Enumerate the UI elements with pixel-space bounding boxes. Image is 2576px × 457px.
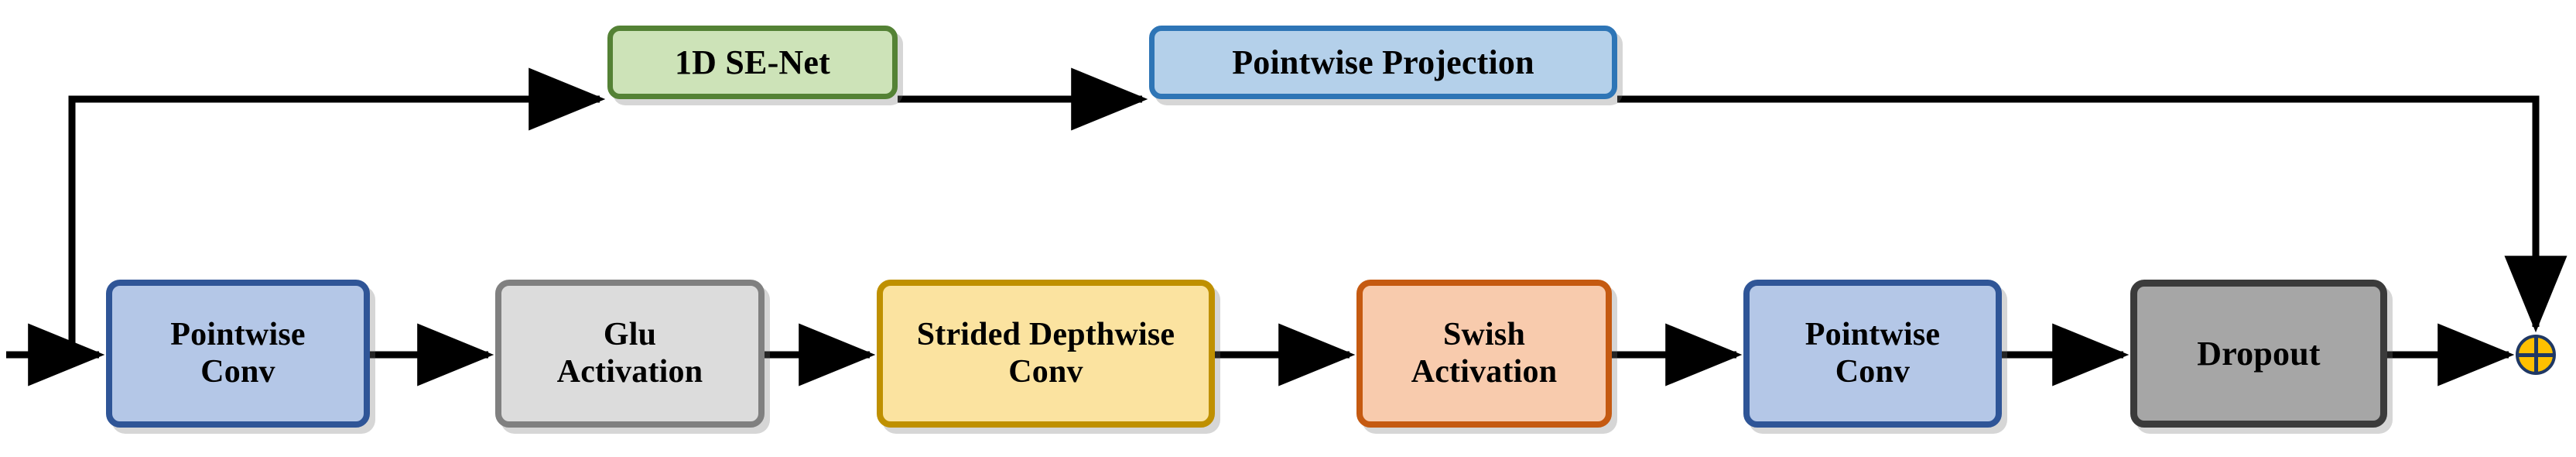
block-dropout[interactable]: Dropout xyxy=(2130,280,2387,428)
diagram-title: Convolution Module Block Diagram xyxy=(0,16,1,17)
block-dropout-label: Dropout xyxy=(2197,334,2321,373)
block-pointwise-projection-label: Pointwise Projection xyxy=(1232,43,1534,81)
block-1d-se-net-label: 1D SE-Net xyxy=(674,43,830,81)
residual-add-icon[interactable] xyxy=(2516,335,2556,375)
block-1d-se-net[interactable]: 1D SE-Net xyxy=(607,26,898,99)
block-pointwise-projection[interactable]: Pointwise Projection xyxy=(1149,26,1617,99)
plus-vertical-stroke xyxy=(2533,338,2538,372)
